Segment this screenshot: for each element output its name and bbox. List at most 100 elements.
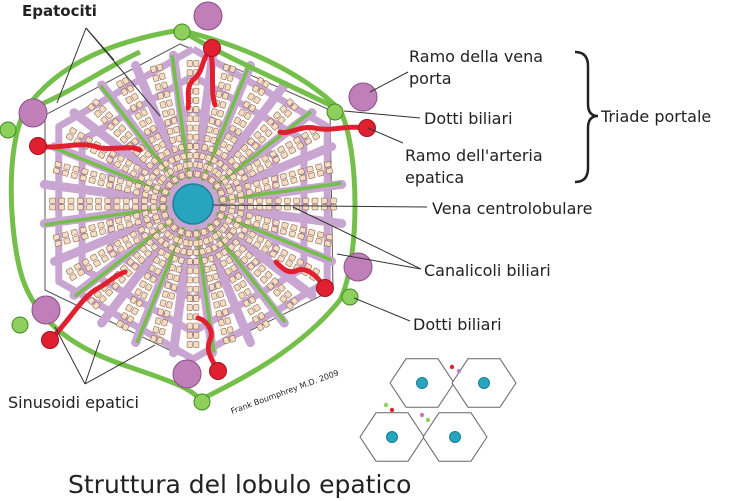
hepatocyte	[219, 299, 227, 307]
hepatic-artery-branch	[185, 45, 215, 111]
hepatocyte	[178, 172, 186, 180]
inset-portal-triad-dot	[419, 412, 425, 418]
hepatocyte	[272, 288, 281, 297]
hepatocyte	[118, 124, 127, 133]
hepatocyte	[193, 87, 200, 95]
hepatocyte	[176, 163, 184, 171]
hepatocyte	[137, 256, 146, 265]
hepatocyte	[229, 227, 238, 235]
hepatocyte	[271, 122, 280, 131]
hepatocyte	[290, 103, 299, 111]
hepatocyte	[193, 239, 200, 247]
hepatocyte	[215, 310, 223, 318]
hepatocyte	[247, 92, 255, 101]
hepatic-artery	[29, 137, 47, 155]
hepatocyte	[215, 251, 223, 260]
hepatocyte	[245, 212, 254, 220]
hepatocyte	[152, 232, 161, 240]
hepatocyte	[72, 235, 80, 243]
hepatocyte	[232, 161, 241, 170]
hepatocyte	[233, 249, 242, 258]
hepatocyte	[284, 197, 291, 204]
hepatocyte	[299, 174, 307, 182]
hepatic-artery	[316, 279, 334, 297]
hepatocyte	[252, 221, 261, 228]
lobule	[0, 1, 378, 411]
hepatocyte	[156, 222, 165, 231]
hepatocyte	[139, 119, 147, 128]
hepatocyte	[247, 204, 254, 211]
hepatocyte	[165, 99, 173, 107]
hepatocyte	[227, 157, 236, 165]
hepatocyte	[220, 151, 229, 160]
hepatic-artery-branch	[273, 259, 328, 291]
hepatocyte	[134, 288, 143, 297]
hepatocyte	[258, 135, 267, 144]
label-bile-ducts-bottom: Dotti biliari	[413, 315, 502, 334]
hepatocyte	[169, 136, 176, 144]
hepatocyte	[272, 219, 280, 227]
hepatocyte	[325, 167, 334, 175]
hepatocyte	[132, 163, 141, 172]
hepatocyte	[219, 101, 227, 109]
hepatocyte	[237, 231, 246, 240]
hepatocyte	[215, 90, 223, 98]
hepatocyte	[228, 124, 237, 133]
hepatocyte	[65, 267, 74, 276]
hepatocyte	[125, 304, 133, 312]
hepatocyte	[152, 74, 160, 82]
hepatocyte	[125, 221, 133, 228]
hepatocyte	[113, 160, 122, 169]
hepatocyte	[186, 331, 193, 339]
hepatocyte	[245, 148, 254, 157]
hepatocyte	[157, 236, 166, 245]
hepatocyte	[222, 336, 230, 345]
hepatocyte	[264, 129, 273, 138]
hepatocyte	[281, 179, 289, 187]
hepatocyte	[193, 267, 200, 275]
hepatocyte	[139, 280, 147, 289]
hepatocyte	[177, 227, 185, 236]
hepatocyte	[220, 327, 228, 336]
hepatocyte	[193, 295, 200, 302]
hepatocyte	[186, 267, 193, 275]
hepatocyte	[70, 172, 78, 179]
hepatocyte	[63, 163, 71, 171]
hepatocyte	[132, 251, 141, 260]
hepatocyte	[293, 197, 300, 204]
hepatocyte	[173, 274, 180, 283]
hepatocyte	[129, 169, 138, 178]
hepatocyte	[304, 137, 313, 146]
hepatocyte	[121, 235, 130, 243]
hepatocyte	[217, 189, 225, 197]
hepatocyte	[222, 63, 230, 72]
hepatocyte	[61, 231, 70, 239]
hepatocyte	[186, 161, 193, 169]
hepatocyte	[164, 218, 173, 226]
hepatocyte	[158, 140, 167, 149]
hepatocyte	[143, 184, 151, 192]
hepatocyte	[134, 111, 143, 120]
hepatocyte	[212, 272, 220, 281]
hepatocyte	[232, 238, 241, 247]
hepatocyte	[264, 239, 273, 248]
hepatocyte	[159, 299, 167, 307]
hepatocyte	[61, 169, 70, 177]
hepatocyte	[252, 180, 261, 187]
hepatocyte	[247, 307, 255, 316]
hepatocyte	[245, 163, 254, 172]
hepatocyte	[149, 124, 158, 133]
hepatocyte	[196, 161, 204, 170]
hepatocyte	[163, 310, 171, 318]
hepatocyte	[296, 258, 305, 266]
hepatocyte	[225, 256, 234, 265]
hepatocyte	[186, 322, 193, 330]
hepatocyte	[261, 177, 270, 185]
hepatic-artery	[41, 331, 59, 349]
hepatocyte	[98, 105, 107, 113]
hepatocyte	[131, 262, 140, 271]
hepatocyte	[233, 150, 242, 159]
hepatocyte	[253, 130, 262, 139]
hepatocyte	[76, 204, 84, 211]
